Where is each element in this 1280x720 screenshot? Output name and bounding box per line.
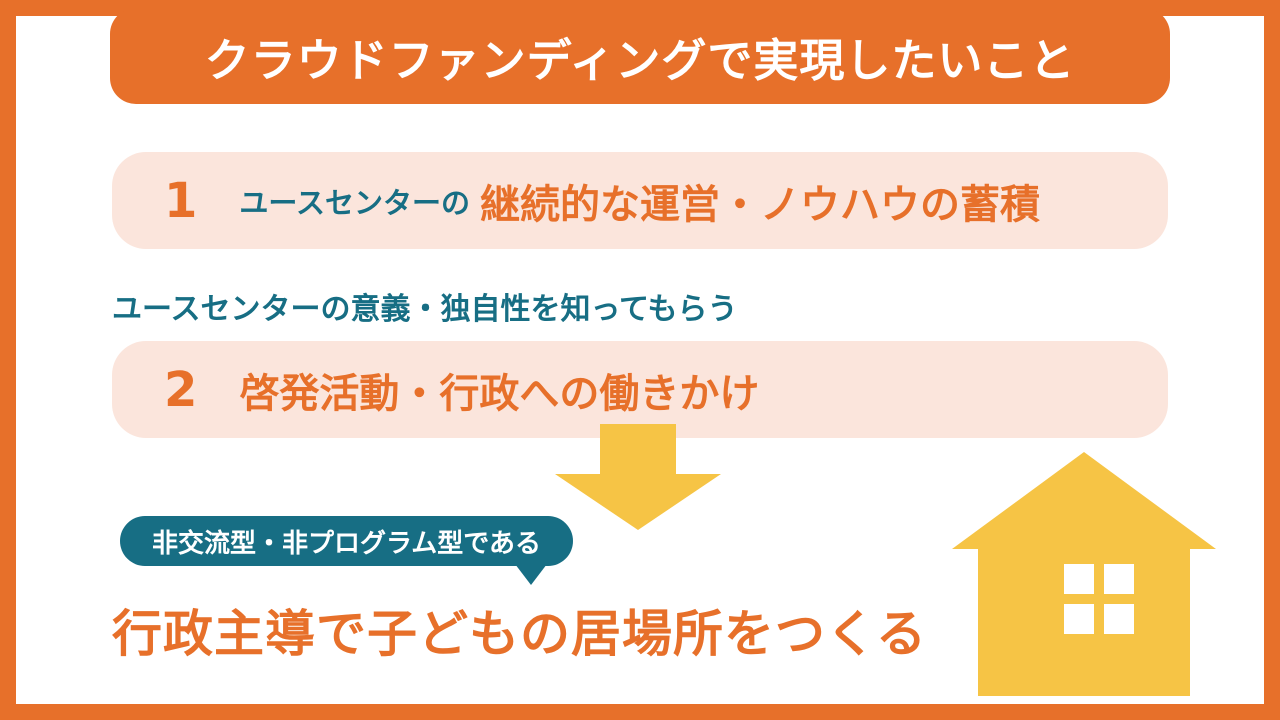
goal-1-prefix: ユースセンターの [239,185,470,220]
conclusion-text: 行政主導で子どもの居場所をつくる [112,605,927,663]
badge-label: 非交流型・非プログラム型である [152,528,541,559]
badge-tail [514,564,547,585]
goal-1-number: 1 [164,172,198,229]
note-text: ユースセンターの意義・独自性を知ってもらう [112,292,738,327]
slide-title: クラウドファンディングで実現したいこと [204,33,1076,87]
goal-item-1: 1 ユースセンターの 継続的な運営・ノウハウの蓄積 [112,152,1168,249]
goal-2-text: 啓発活動・行政への働きかけ [239,370,760,417]
goal-2-number: 2 [164,361,198,418]
house-icon [952,452,1216,696]
title-banner: クラウドファンディングで実現したいこと [110,8,1170,104]
badge-pill: 非交流型・非プログラム型である [120,516,573,585]
down-arrow-icon [555,424,721,530]
goal-item-2: 2 啓発活動・行政への働きかけ [112,341,1168,438]
goal-1-text: 継続的な運営・ノウハウの蓄積 [479,181,1040,228]
